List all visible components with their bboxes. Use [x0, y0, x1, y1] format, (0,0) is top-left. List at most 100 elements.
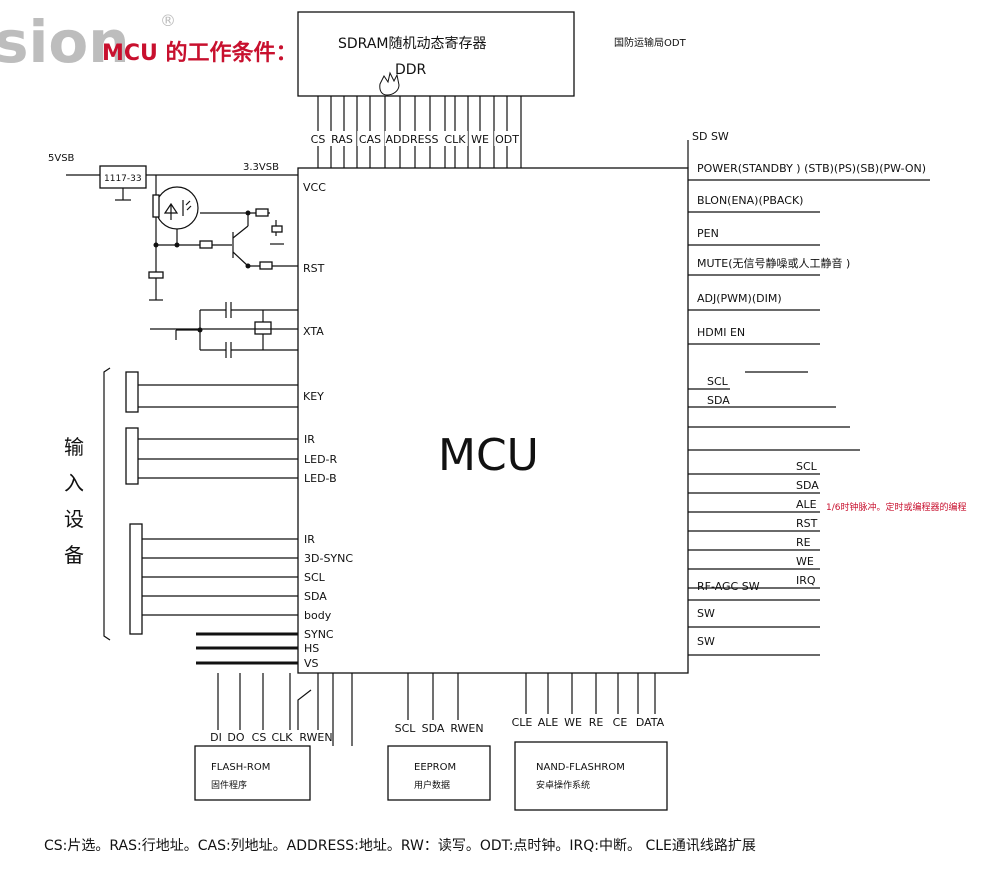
flash-wire — [297, 689, 312, 730]
left-pin-label: 3D-SYNC — [304, 552, 353, 565]
mcu-chip — [297, 167, 689, 674]
input-bracket — [103, 367, 111, 641]
sdram-pin-label: CS — [311, 133, 326, 146]
flash-rom-name: FLASH-ROM — [211, 762, 270, 773]
nand-pin-label: DATA — [636, 716, 665, 729]
nand-flash-desc: 安卓操作系统 — [536, 779, 590, 791]
input-label-char: 入 — [64, 471, 84, 495]
left-pin-label: KEY — [303, 390, 324, 403]
eeprom-pin-label: RWEN — [450, 722, 483, 735]
eeprom-pin-label: SCL — [395, 722, 417, 735]
input-label-char: 输 — [64, 435, 84, 459]
nand-pin-label: RE — [589, 716, 604, 729]
left-pin-label: SCL — [304, 571, 326, 584]
eeprom-name: EEPROM — [414, 762, 456, 773]
sdram-title: SDRAM随机动态寄存器 — [338, 35, 486, 52]
input-group-label: 输 入 设 备 — [64, 435, 84, 567]
left-pin-label: SDA — [304, 590, 327, 603]
right-pin-label: SCL — [796, 460, 818, 473]
sdram-pin-bg — [470, 131, 490, 146]
sdram-pin-label: WE — [471, 133, 489, 146]
sdram-pin-label: RAS — [331, 133, 353, 146]
left-pin-label: RST — [303, 262, 325, 275]
right-pin-label: SW — [697, 635, 715, 648]
right-pin-label: MUTE(无信号静噪或人工静音 ) — [697, 256, 850, 270]
right-pin-label: SDA — [707, 394, 730, 407]
right-pin-label: BLON(ENA)(PBACK) — [697, 194, 803, 207]
page-title: MCU 的工作条件： — [102, 40, 298, 66]
input-label-char: 设 — [64, 507, 84, 531]
right-pin-label: RE — [796, 536, 811, 549]
nand-pin-label: CE — [613, 716, 628, 729]
sdram-pin-bg — [329, 131, 355, 146]
io-connector — [129, 523, 143, 635]
flash-rom-box — [194, 745, 311, 801]
right-pin-label: WE — [796, 555, 814, 568]
nand-flash-name: NAND-FLASHROM — [536, 762, 625, 773]
ir-led-connector — [125, 427, 139, 485]
mcu-label: MCU — [438, 430, 539, 481]
left-pin-label: HS — [304, 642, 319, 655]
sdram-pin-bg — [494, 131, 520, 146]
left-pin-label: IR — [304, 533, 315, 546]
nand-pin-label: ALE — [538, 716, 559, 729]
sdram-pin-label: CAS — [359, 133, 381, 146]
left-pin-label: XTA — [303, 325, 324, 338]
crystal-circuit — [175, 302, 298, 358]
nand-pin-label: CLE — [512, 716, 533, 729]
left-pin-label: SYNC — [304, 628, 334, 641]
hand-cursor-icon — [379, 71, 400, 96]
regulator-label: 1117-33 — [104, 174, 142, 184]
key-connector — [125, 371, 139, 413]
flash-pin-label: CS — [252, 731, 267, 744]
left-pin-group: VCC RST XTA KEY IR LED-R LED-B IR 3D-SYNC SCL SDA b… — [129, 181, 353, 670]
reset-circuit — [148, 175, 298, 301]
sdram-box — [297, 11, 575, 97]
nand-flash-box — [514, 741, 668, 811]
sdram-pin-label: CLK — [444, 133, 466, 146]
right-pin-label: RST — [796, 517, 818, 530]
eeprom-pin-label: SDA — [422, 722, 445, 735]
sdram-pin-bg — [384, 131, 440, 146]
sdram-pin-label: ODT — [495, 133, 519, 146]
power-output-label: 3.3VSB — [243, 162, 279, 173]
left-pin-label: LED-R — [304, 453, 338, 466]
flash-rom-desc: 固件程序 — [211, 779, 247, 791]
left-pin-label: IR — [304, 433, 315, 446]
sdram-pin-group: CS RAS CAS ADDRESS CLK WE ODT — [308, 96, 522, 168]
left-pin-label: VCC — [303, 181, 326, 194]
flash-pin-label: RWEN — [299, 731, 332, 744]
right-pin-label: PEN — [697, 227, 719, 240]
power-input-label: 5VSB — [48, 153, 75, 164]
flash-pin-label: CLK — [271, 731, 293, 744]
right-pin-label: POWER(STANDBY ) (STB)(PS)(SB)(PW-ON) — [697, 162, 926, 175]
logo-text: sion — [0, 8, 130, 76]
right-pin-label: RF-AGC SW — [697, 580, 760, 593]
left-pin-label: LED-B — [304, 472, 337, 485]
input-label-char: 备 — [64, 543, 84, 567]
eeprom-desc: 用户数据 — [414, 779, 450, 791]
left-pin-label: VS — [304, 657, 319, 670]
ale-note: 1/6时钟脉冲。定时或编程器的编程 — [826, 501, 967, 513]
right-pin-label: SD SW — [692, 130, 729, 143]
sdram-pin-bg — [308, 131, 328, 146]
right-pin-label: ADJ(PWM)(DIM) — [697, 292, 782, 305]
registered-mark: ® — [160, 11, 176, 30]
right-pin-label: SDA — [796, 479, 819, 492]
flash-pin-label: DI — [210, 731, 222, 744]
right-pin-label: ALE — [796, 498, 817, 511]
footnote: CS:片选。RAS:行地址。CAS:列地址。ADDRESS:地址。RW：读写。O… — [44, 837, 756, 854]
right-pin-group: SD SW POWER(STANDBY ) (STB)(PS)(SB)(PW-ON… — [687, 130, 930, 656]
left-pin-label: body — [304, 609, 332, 622]
sdram-pin-bg — [442, 131, 468, 146]
eeprom-box — [387, 745, 491, 801]
nand-pin-label: WE — [564, 716, 582, 729]
right-pin-label: IRQ — [796, 574, 816, 587]
right-pin-label: SCL — [707, 375, 729, 388]
bottom-memory-group: DI DO CS CLK RWEN SCL SDA RWEN CLE ALE WE RE CE DATA — [210, 673, 665, 746]
sdram-pin-label: ADDRESS — [385, 133, 438, 146]
flash-pin-label: DO — [227, 731, 244, 744]
sdram-subtitle: DDR — [395, 62, 427, 78]
sdram-pin-bg — [357, 131, 383, 146]
